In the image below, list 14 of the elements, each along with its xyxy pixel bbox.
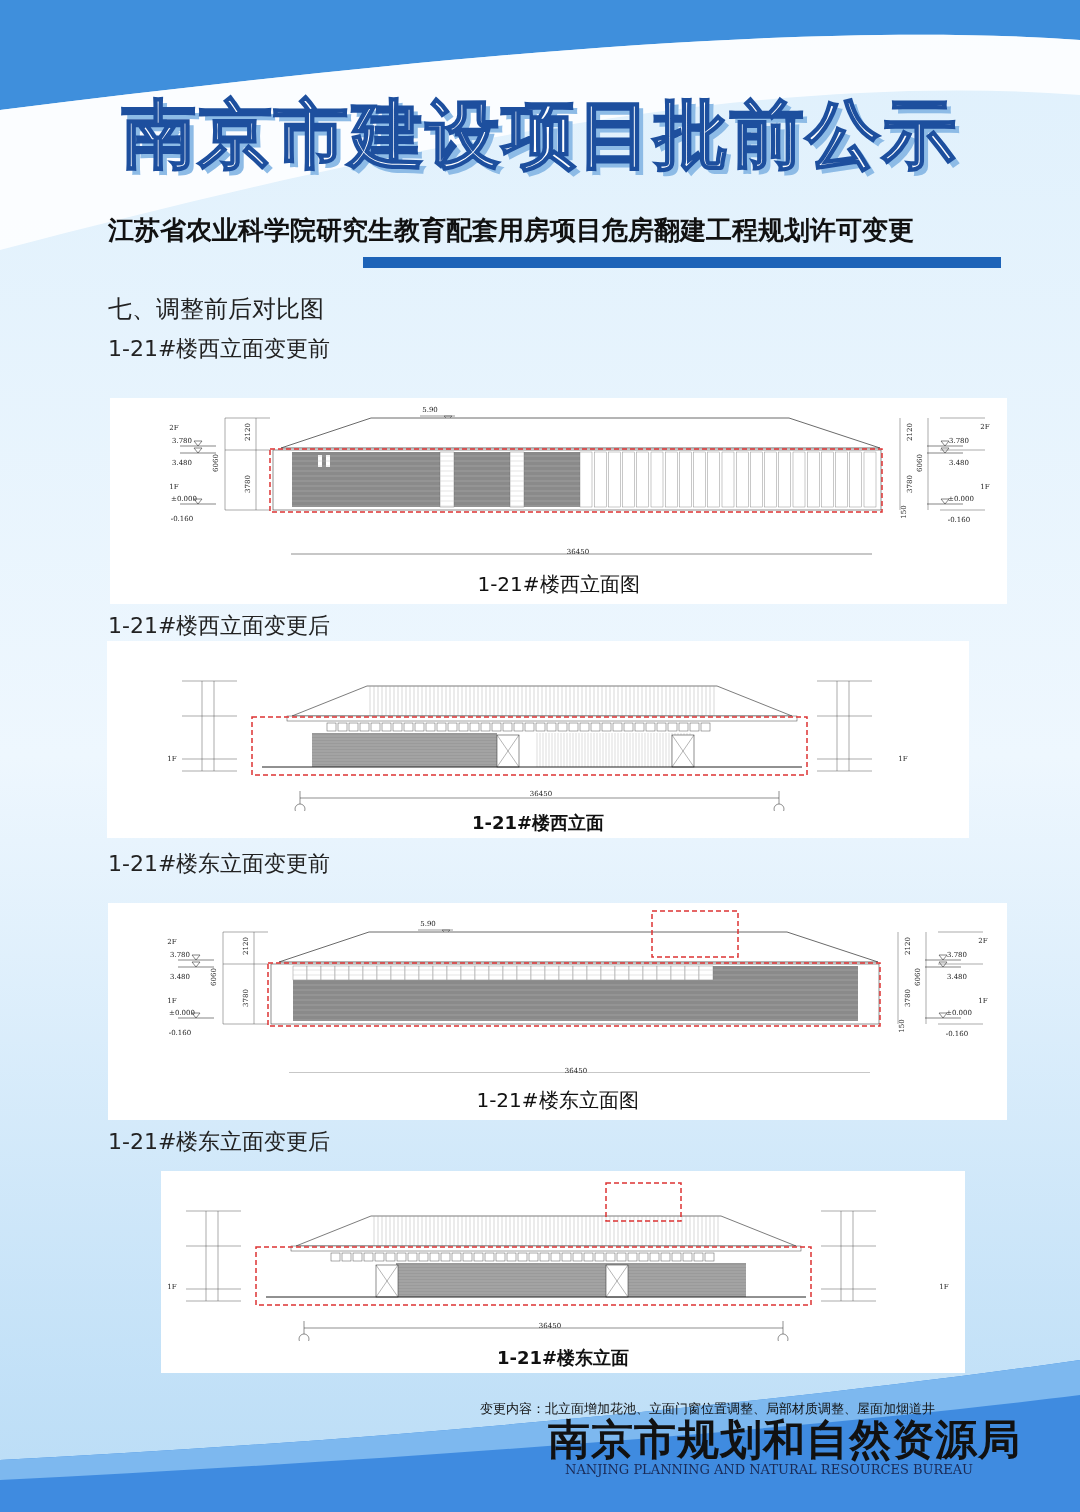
drawing-caption: 1-21#楼西立面 (470, 811, 606, 835)
section-heading: 1-21#楼西立面变更后 (108, 612, 331, 640)
section-heading: 1-21#楼东立面变更前 (108, 850, 331, 878)
drawing-caption: 1-21#楼东立面图 (475, 1087, 640, 1114)
section-heading: 1-21#楼东立面变更后 (108, 1128, 331, 1156)
bureau-name: 南京市规划和自然资源局 (548, 1414, 1021, 1465)
drawing-caption: 1-21#楼西立面图 (476, 571, 641, 598)
title: 南京市建设项目批前公示 (121, 90, 959, 179)
subtitle: 江苏省农业科学院研究生教育配套用房项目危房翻建工程规划许可变更 (108, 214, 914, 247)
section-heading: 1-21#楼西立面变更前 (108, 335, 331, 363)
bureau-english-name: NANJING PLANNING AND NATURAL RESOURCES BUREAU (565, 1462, 974, 1478)
change-note: 变更内容：北立面增加花池、立面门窗位置调整、局部材质调整、屋面加烟道井 (480, 1400, 935, 1416)
section-heading: 七、调整前后对比图 (108, 294, 324, 325)
drawing-caption: 1-21#楼东立面 (495, 1346, 631, 1370)
